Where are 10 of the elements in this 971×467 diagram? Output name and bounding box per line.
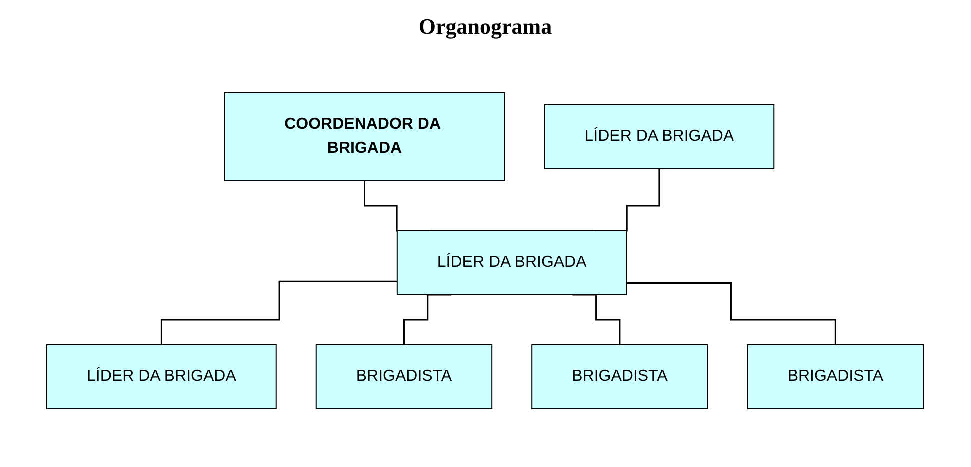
node-box: LÍDER DA BRIGADA: [46, 344, 278, 410]
node-box: LÍDER DA BRIGADA: [544, 104, 775, 170]
node-box: LÍDER DA BRIGADA: [397, 230, 628, 296]
connector: [161, 280, 398, 346]
connector: [627, 282, 837, 346]
chart-title: Organograma: [418, 14, 554, 40]
node-box: BRIGADISTA: [316, 344, 493, 410]
node-box: COORDENADOR DA BRIGADA: [224, 92, 506, 182]
node-box: BRIGADISTA: [532, 344, 709, 410]
node-box: BRIGADISTA: [748, 344, 924, 410]
